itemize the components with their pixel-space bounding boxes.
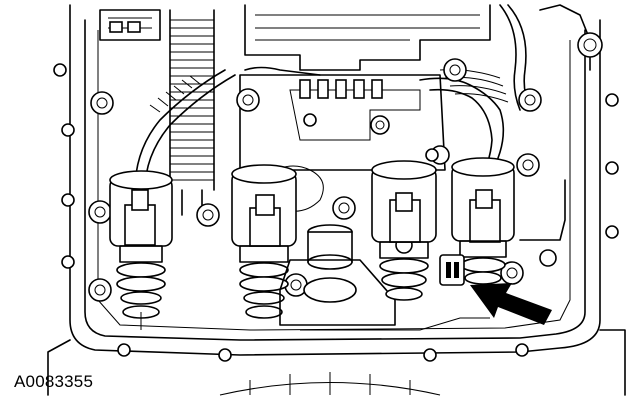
solenoid-3 xyxy=(371,160,437,301)
solenoid-center xyxy=(279,224,396,326)
solenoid-4 xyxy=(451,157,515,285)
lower-bracket xyxy=(300,179,566,331)
harness-connector xyxy=(439,254,465,286)
figure-caption: A0083355 xyxy=(14,372,94,391)
callout-arrow xyxy=(470,283,552,325)
upper-valve-body xyxy=(99,4,603,71)
valve-body-plate xyxy=(239,74,450,171)
harness-conduit xyxy=(169,9,215,216)
solenoid-1 xyxy=(109,170,173,330)
solenoid-2 xyxy=(231,164,297,319)
housing-outline xyxy=(47,4,626,396)
